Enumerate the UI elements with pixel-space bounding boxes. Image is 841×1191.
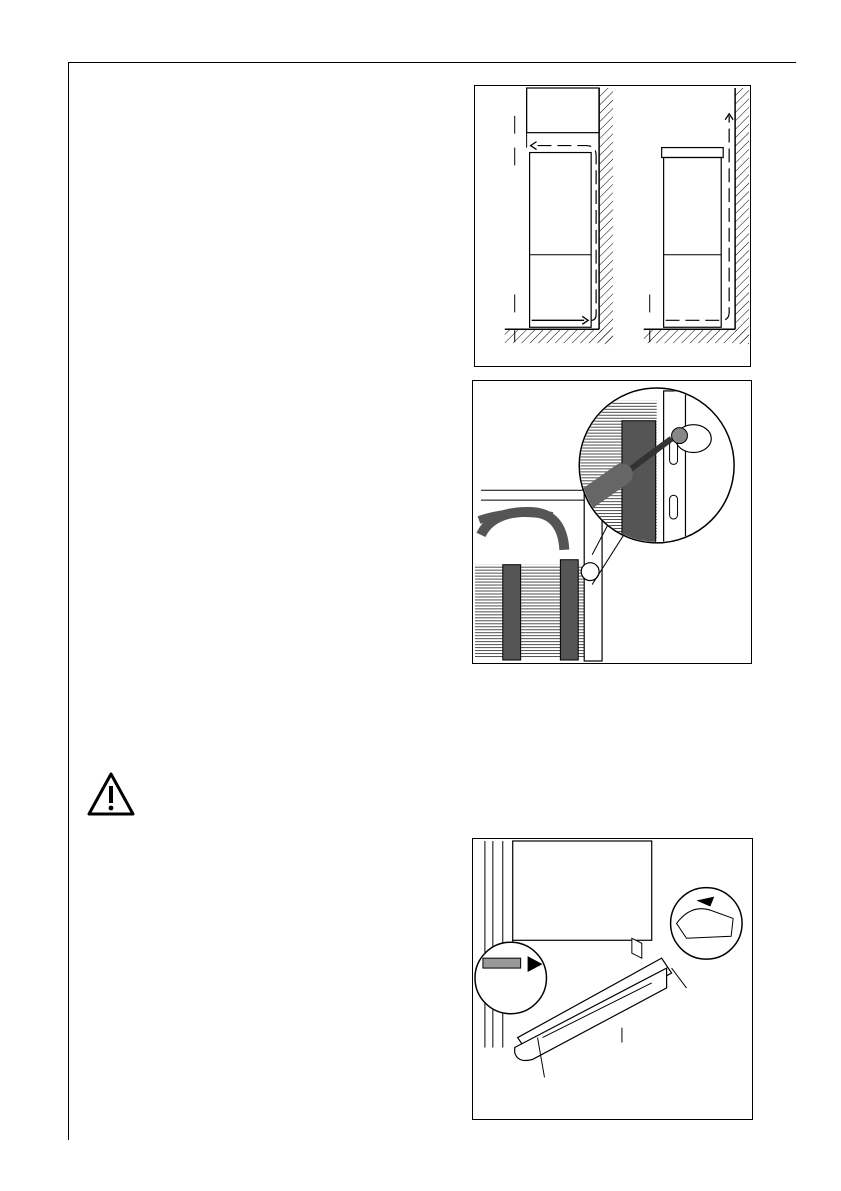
ventilation-diagram-icon (474, 85, 751, 367)
page-frame-top-rule (68, 62, 796, 63)
page-frame-left-rule (68, 62, 69, 1140)
screwdriver-seal-diagram-icon (472, 380, 752, 664)
plinth-removal-diagram-icon (472, 838, 753, 1120)
warning-triangle-icon (86, 771, 136, 817)
